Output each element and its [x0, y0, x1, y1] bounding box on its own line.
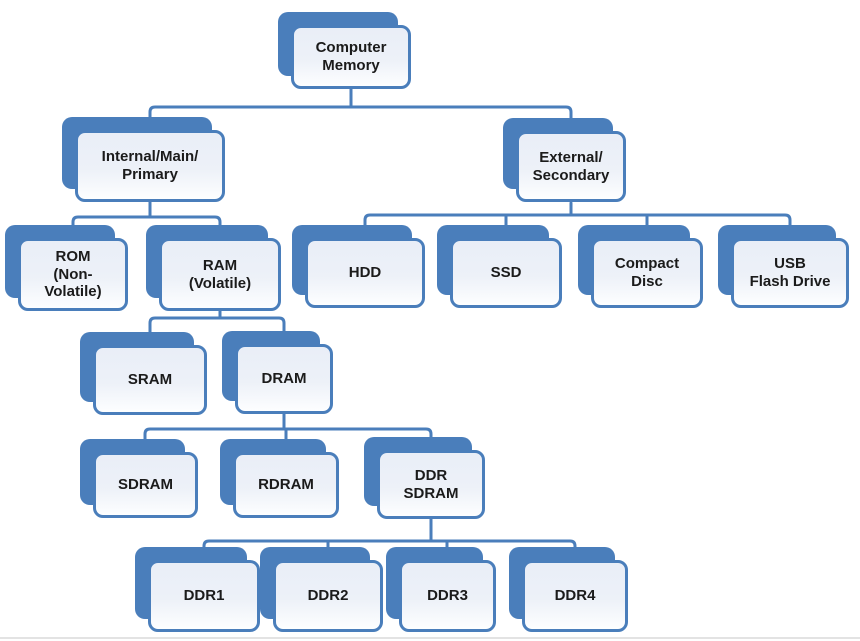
node-label: SSD [490, 264, 522, 282]
node-internal-main-primary[interactable]: Internal/Main/ Primary [62, 117, 225, 202]
node-rdram[interactable]: RDRAM [220, 439, 339, 518]
node-front-panel: Compact Disc [591, 238, 703, 308]
node-front-panel: DDR SDRAM [377, 450, 485, 519]
node-dram[interactable]: DRAM [222, 331, 333, 414]
node-label: DDR2 [307, 587, 349, 605]
node-label: SDRAM [118, 476, 173, 494]
node-ddr1[interactable]: DDR1 [135, 547, 260, 632]
node-front-panel: HDD [305, 238, 425, 308]
node-compact-disc[interactable]: Compact Disc [578, 225, 703, 308]
node-front-panel: DDR1 [148, 560, 260, 632]
node-label: RAM (Volatile) [188, 256, 252, 292]
node-label: DRAM [261, 370, 307, 388]
node-ddr4[interactable]: DDR4 [509, 547, 628, 632]
bottom-edge-line [0, 637, 860, 639]
node-front-panel: DDR4 [522, 560, 628, 632]
node-front-panel: DDR3 [399, 560, 496, 632]
node-front-panel: ROM (Non- Volatile) [18, 238, 128, 311]
node-front-panel: SSD [450, 238, 562, 308]
node-label: USB Flash Drive [749, 255, 831, 290]
node-label: DDR4 [554, 587, 596, 605]
node-sram[interactable]: SRAM [80, 332, 207, 415]
node-label: SRAM [127, 371, 173, 389]
node-computer-memory[interactable]: Computer Memory [278, 12, 411, 89]
node-rom[interactable]: ROM (Non- Volatile) [5, 225, 128, 311]
node-label: Compact Disc [614, 255, 680, 290]
node-ddr3[interactable]: DDR3 [386, 547, 496, 632]
node-front-panel: RAM (Volatile) [159, 238, 281, 311]
node-label: DDR SDRAM [403, 466, 459, 502]
node-ddr2[interactable]: DDR2 [260, 547, 383, 632]
node-label: DDR1 [183, 587, 225, 605]
node-external-secondary[interactable]: External/ Secondary [503, 118, 626, 202]
node-ram[interactable]: RAM (Volatile) [146, 225, 281, 311]
node-front-panel: SDRAM [93, 452, 198, 518]
node-front-panel: RDRAM [233, 452, 339, 518]
node-label: DDR3 [427, 587, 468, 605]
node-front-panel: SRAM [93, 345, 207, 415]
node-label: RDRAM [258, 476, 314, 494]
node-front-panel: DRAM [235, 344, 333, 414]
node-front-panel: Computer Memory [291, 25, 411, 89]
node-label: Internal/Main/ Primary [101, 148, 199, 183]
node-front-panel: DDR2 [273, 560, 383, 632]
node-front-panel: External/ Secondary [516, 131, 626, 202]
node-front-panel: USB Flash Drive [731, 238, 849, 308]
node-label: Computer Memory [315, 39, 387, 74]
node-usb-flash-drive[interactable]: USB Flash Drive [718, 225, 849, 308]
node-label: ROM (Non- Volatile) [44, 247, 102, 301]
node-hdd[interactable]: HDD [292, 225, 425, 308]
node-label: External/ Secondary [532, 148, 610, 184]
node-ddr-sdram[interactable]: DDR SDRAM [364, 437, 485, 519]
node-sdram[interactable]: SDRAM [80, 439, 198, 518]
node-front-panel: Internal/Main/ Primary [75, 130, 225, 202]
node-label: HDD [348, 264, 382, 282]
node-ssd[interactable]: SSD [437, 225, 562, 308]
